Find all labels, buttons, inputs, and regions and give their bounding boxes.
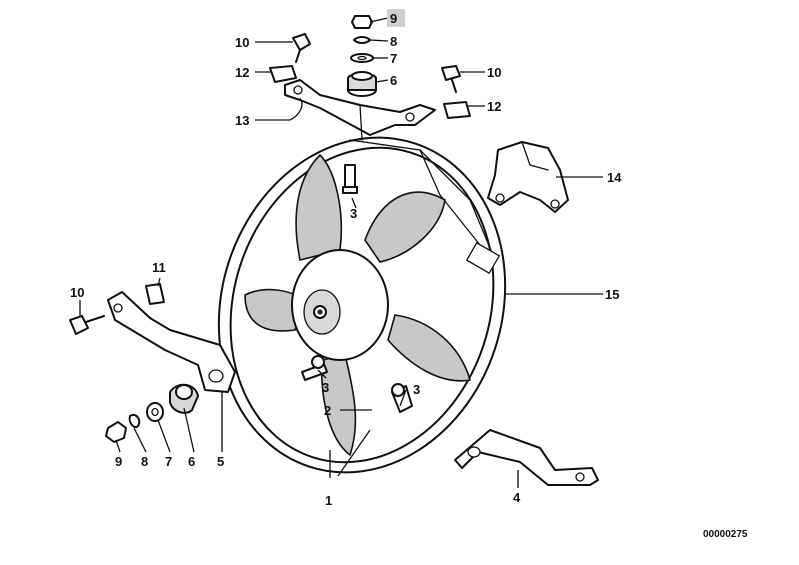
callout-15[interactable]: 15 — [605, 287, 619, 302]
callout-6-left[interactable]: 6 — [188, 454, 195, 469]
callout-4[interactable]: 4 — [513, 490, 521, 505]
callout-11[interactable]: 11 — [152, 260, 166, 275]
lower-left-bracket[interactable] — [107, 291, 236, 393]
callout-9-top[interactable]: 9 — [390, 11, 397, 26]
clip-nut-top-right[interactable] — [443, 101, 471, 119]
callout-10-left[interactable]: 10 — [70, 285, 84, 300]
callout-14[interactable]: 14 — [607, 170, 622, 185]
callout-7-top[interactable]: 7 — [390, 51, 397, 66]
callout-8-top[interactable]: 8 — [390, 34, 397, 49]
callout-2[interactable]: 2 — [324, 403, 331, 418]
diagram-reference-number: 00000275 — [703, 529, 748, 540]
bolt-top-left[interactable] — [292, 33, 311, 63]
clip-nut-left[interactable] — [145, 283, 165, 305]
callout-13[interactable]: 13 — [235, 113, 249, 128]
rubber-mount-left[interactable] — [169, 383, 199, 414]
callout-8-left[interactable]: 8 — [141, 454, 148, 469]
motor-mounting-bolt[interactable] — [342, 164, 358, 194]
callout-10-top-right[interactable]: 10 — [487, 65, 501, 80]
fan-blades — [244, 154, 471, 456]
callout-1[interactable]: 1 — [325, 493, 332, 508]
washer-top[interactable] — [350, 53, 374, 63]
callout-3-top[interactable]: 3 — [350, 206, 357, 221]
clip-nut-top-left[interactable] — [269, 65, 297, 83]
fan-motor-hub[interactable] — [291, 249, 389, 361]
lower-right-bracket[interactable] — [454, 429, 599, 486]
spring-washer-top[interactable] — [353, 36, 371, 44]
callout-3-lower-left[interactable]: 3 — [322, 380, 329, 395]
upper-mounting-bracket[interactable] — [284, 79, 436, 141]
bolt-top-right[interactable] — [441, 65, 461, 93]
washer-left[interactable] — [146, 402, 164, 422]
callout-7-left[interactable]: 7 — [165, 454, 172, 469]
motor-mounting-bolt[interactable] — [301, 355, 328, 381]
highlighted-callout-box — [387, 9, 405, 27]
nut-top[interactable] — [351, 15, 373, 29]
leader-lines — [79, 17, 603, 488]
rubber-mount-top[interactable] — [347, 71, 377, 97]
bolt-left[interactable] — [69, 315, 105, 335]
callout-5[interactable]: 5 — [217, 454, 224, 469]
callout-12-top-left[interactable]: 12 — [235, 65, 249, 80]
callout-10-top-left[interactable]: 10 — [235, 35, 249, 50]
callout-9-left[interactable]: 9 — [115, 454, 122, 469]
spring-washer-left[interactable] — [128, 414, 141, 428]
callout-6-top[interactable]: 6 — [390, 73, 397, 88]
callout-12-top-right[interactable]: 12 — [487, 99, 501, 114]
nut-left[interactable] — [105, 421, 127, 443]
bracket-fourteen[interactable] — [487, 141, 569, 213]
callout-3-lower-right[interactable]: 3 — [413, 382, 420, 397]
